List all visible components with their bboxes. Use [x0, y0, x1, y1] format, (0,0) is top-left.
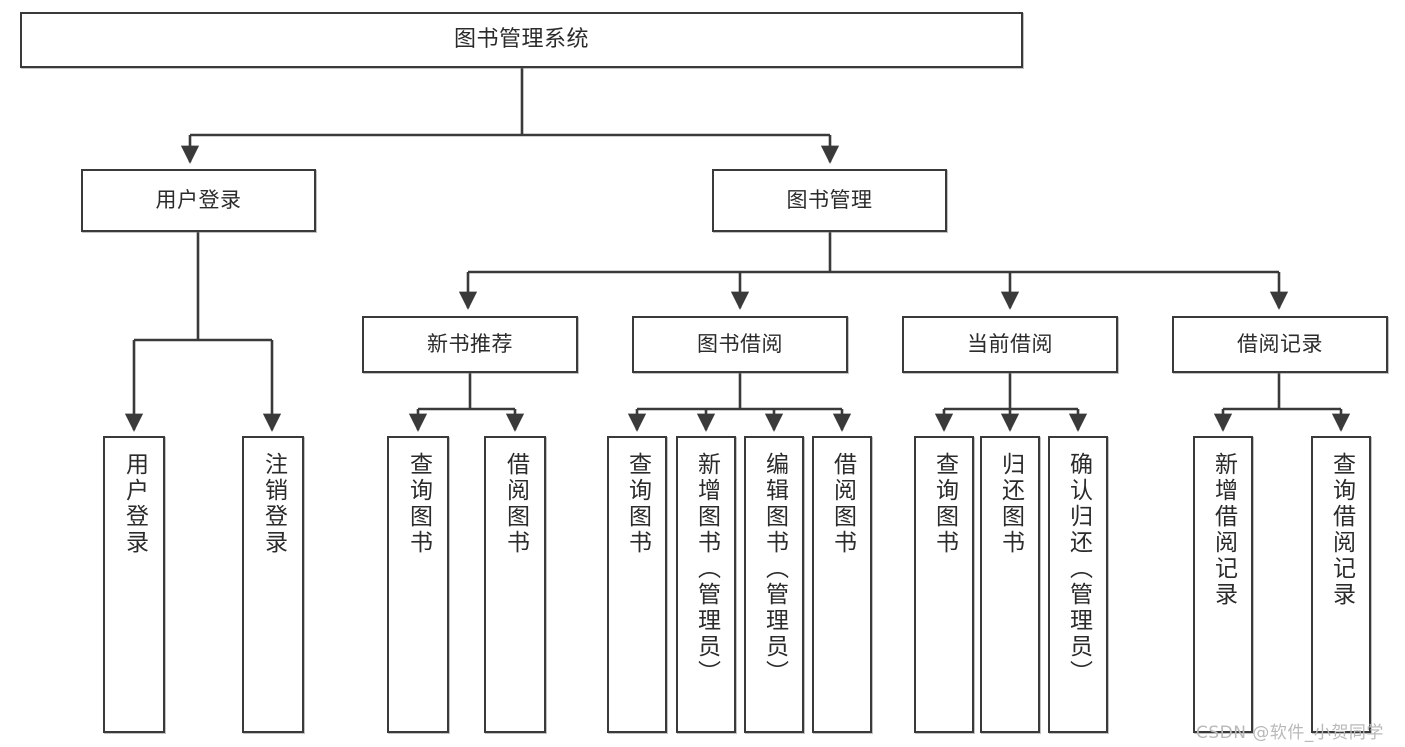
node-book-management[interactable]: 图书管理	[712, 169, 947, 232]
node-label: 借阅图书	[502, 452, 529, 556]
node-label: 查询借阅记录	[1328, 452, 1355, 608]
node-label: 新增借阅记录	[1210, 452, 1237, 608]
node-label: 新书推荐	[427, 332, 513, 357]
leaf-user-login[interactable]: 用户登录	[103, 436, 165, 733]
node-label: 注销登录	[260, 452, 287, 556]
node-label: 借阅图书	[829, 452, 856, 556]
leaf-borrow-book[interactable]: 借阅图书	[812, 436, 872, 733]
node-current-borrow[interactable]: 当前借阅	[902, 316, 1118, 373]
node-label: 用户登录	[155, 188, 242, 213]
node-user-login[interactable]: 用户登录	[81, 169, 316, 232]
node-label: 借阅记录	[1237, 332, 1323, 357]
leaf-add-book-admin[interactable]: 新增图书（管理员）	[676, 436, 736, 733]
node-root-system[interactable]: 图书管理系统	[20, 12, 1023, 68]
leaf-query-book-current[interactable]: 查询图书	[914, 436, 974, 733]
node-label: 查询图书	[405, 452, 432, 556]
node-label: 图书管理系统	[453, 27, 589, 53]
node-label: 新增图书（管理员）	[693, 452, 720, 686]
node-label: 查询图书	[931, 452, 958, 556]
node-label: 确认归还（管理员）	[1065, 452, 1092, 686]
leaf-query-book-borrow[interactable]: 查询图书	[607, 436, 667, 733]
leaf-edit-book-admin[interactable]: 编辑图书（管理员）	[744, 436, 804, 733]
node-label: 编辑图书（管理员）	[761, 452, 788, 686]
leaf-user-logout[interactable]: 注销登录	[242, 436, 304, 733]
node-label: 图书借阅	[697, 332, 783, 357]
csdn-watermark: CSDN @软件_小贺同学	[1196, 723, 1384, 743]
node-label: 图书管理	[786, 188, 873, 213]
leaf-borrow-book-recommend[interactable]: 借阅图书	[484, 436, 546, 733]
node-label: 用户登录	[121, 452, 148, 556]
node-new-book-recommend[interactable]: 新书推荐	[362, 316, 578, 373]
node-label: 归还图书	[997, 452, 1024, 556]
leaf-add-borrow-record[interactable]: 新增借阅记录	[1193, 436, 1253, 733]
node-label: 当前借阅	[967, 332, 1053, 357]
leaf-return-book[interactable]: 归还图书	[980, 436, 1040, 733]
node-label: 查询图书	[624, 452, 651, 556]
node-borrow-record[interactable]: 借阅记录	[1172, 316, 1388, 373]
leaf-query-book-recommend[interactable]: 查询图书	[387, 436, 449, 733]
leaf-query-borrow-record[interactable]: 查询借阅记录	[1311, 436, 1371, 733]
leaf-confirm-return-admin[interactable]: 确认归还（管理员）	[1048, 436, 1108, 733]
node-book-borrow[interactable]: 图书借阅	[632, 316, 848, 373]
